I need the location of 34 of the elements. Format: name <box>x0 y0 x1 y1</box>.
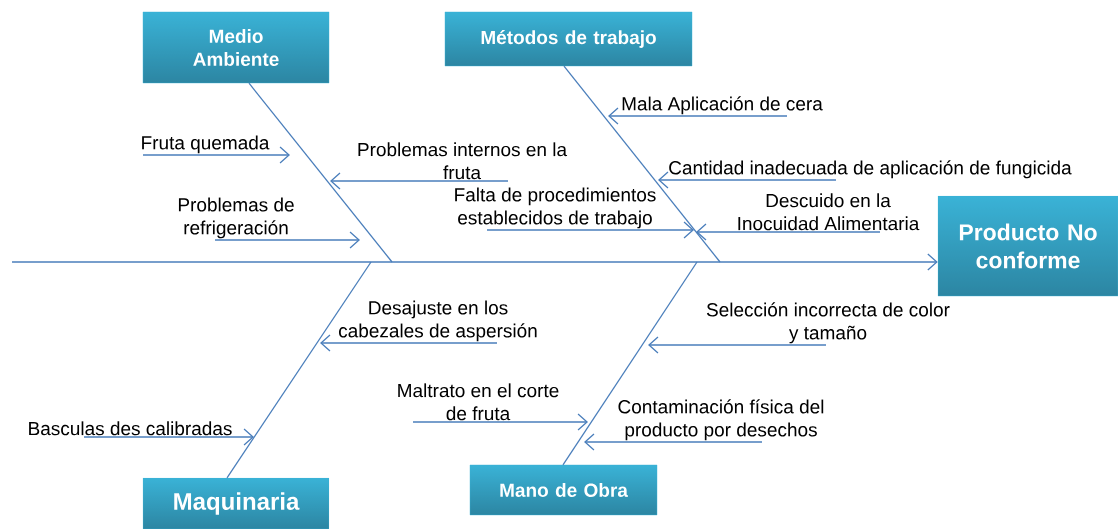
cause-arrow <box>320 334 498 352</box>
cause-arrow <box>142 146 290 164</box>
cause-label: Falta de procedimientos establecidos de trabajo <box>455 187 656 229</box>
bone-line <box>226 261 372 479</box>
cause-label: Cantidad inadecuada de aplicación de fungicida <box>669 160 1072 179</box>
cause-arrow <box>648 336 827 354</box>
cause-label: Contaminación física del producto por desechos <box>618 399 824 441</box>
bone-line <box>563 65 721 263</box>
cause-arrow <box>608 107 788 125</box>
cause-label: Desajuste en los cabezales de aspersión <box>339 300 537 342</box>
bone-line <box>562 261 698 466</box>
category-box: Producto No conforme <box>937 195 1118 297</box>
cause-arrow <box>584 433 763 451</box>
cause-arrow <box>658 171 837 189</box>
cause-label: Basculas des calibradas <box>29 421 232 436</box>
spine-arrow <box>11 253 938 271</box>
cause-label: Maltrato en el corte de fruta <box>398 383 559 421</box>
category-box: Maquinaria <box>142 477 330 529</box>
cause-label: Problemas de refrigeración <box>178 197 294 239</box>
cause-arrow <box>412 413 588 431</box>
category-box: Mano de Obra <box>469 464 658 516</box>
category-box: Métodos de trabajo <box>444 11 693 67</box>
cause-label: Mala Aplicación de cera <box>622 96 823 115</box>
cause-label: Descuido en la Inocuidad Alimentaria <box>738 193 920 231</box>
cause-arrow <box>214 231 360 249</box>
cause-label: Selección incorrecta de color y tamaño <box>706 302 950 344</box>
category-box: Medio Ambiente <box>142 11 330 84</box>
cause-label: Fruta quemada <box>142 135 270 154</box>
bone-line <box>248 82 393 263</box>
cause-arrow <box>330 172 509 190</box>
cause-arrow <box>83 428 254 446</box>
cause-arrow <box>696 223 881 241</box>
cause-arrow <box>486 221 694 239</box>
cause-label: Problemas internos en la fruta <box>358 142 568 180</box>
